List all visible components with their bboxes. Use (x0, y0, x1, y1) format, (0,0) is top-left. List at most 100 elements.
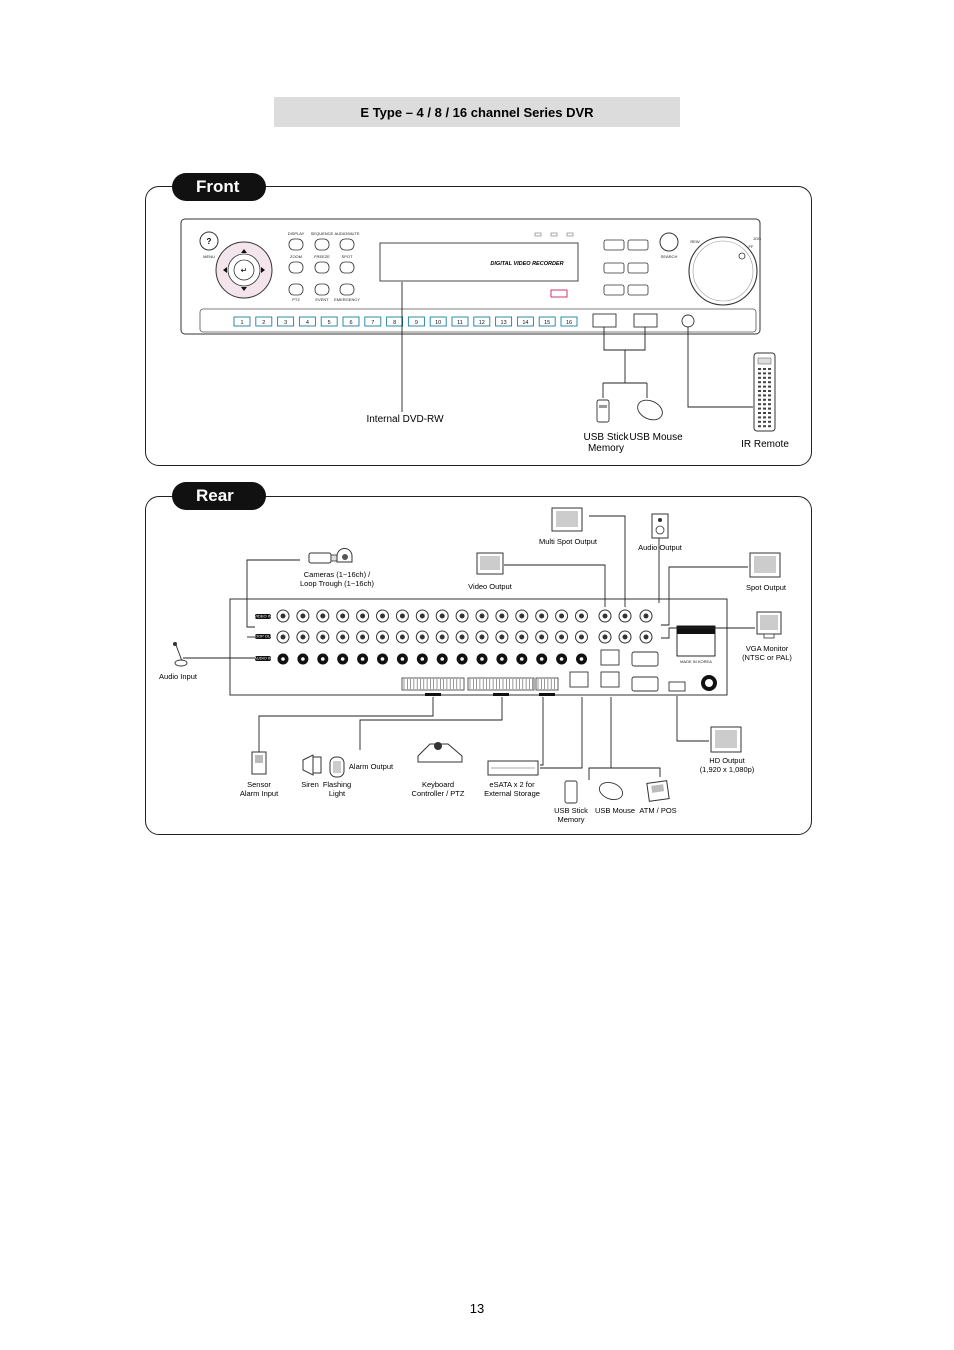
bnc-connector (356, 609, 370, 623)
bnc-connector (296, 609, 310, 623)
label-internal-dvd: Internal DVD-RW (366, 414, 444, 425)
vga-monitor-icon (756, 611, 782, 639)
channel-button: 10 (429, 316, 447, 327)
rca-connector (476, 653, 488, 665)
channel-button: 13 (495, 316, 513, 327)
rca-connector (536, 653, 548, 665)
rca-connector (416, 653, 428, 665)
svg-text:VIDEO IN: VIDEO IN (254, 614, 272, 619)
rca-connector (277, 653, 289, 665)
usb-mouse-icon (637, 399, 663, 421)
svg-text:REW: REW (690, 239, 700, 244)
channel-button: 1 (233, 316, 251, 327)
bnc-connector (475, 609, 489, 623)
bnc-connector (316, 609, 330, 623)
label-audio-input: Audio Input (159, 672, 197, 681)
terminal-block (401, 677, 465, 696)
svg-text:11: 11 (457, 320, 463, 326)
svg-text:PTZ: PTZ (292, 297, 300, 302)
microphone-icon (173, 642, 188, 667)
label-flashing-light: Flashing Light (322, 780, 352, 798)
rca-connector (456, 653, 468, 665)
label-video-output: Video Output (468, 582, 512, 591)
bnc-connector (376, 609, 389, 623)
siren-icon (302, 754, 322, 776)
menu-button (199, 231, 219, 251)
bnc-connector (395, 609, 409, 623)
rca-connector (556, 653, 568, 665)
page-title: E Type – 4 / 8 / 16 channel Series DVR (274, 97, 680, 127)
rca-connector (436, 653, 448, 665)
channel-button: 7 (364, 316, 382, 327)
bnc-connector (435, 630, 449, 644)
usb-port-2 (633, 313, 658, 328)
spot-monitor-icon (749, 552, 781, 578)
bnc-connector (276, 609, 290, 623)
svg-text:13: 13 (501, 320, 507, 326)
front-callout-lines (401, 282, 753, 412)
terminal-block (535, 677, 559, 696)
rear-tab: Rear (172, 482, 266, 510)
channel-button: 12 (473, 316, 491, 327)
rca-connector (297, 653, 309, 665)
bnc-connector (276, 630, 290, 644)
terminal-block (467, 677, 535, 696)
channel-button: 3 (277, 316, 295, 327)
svg-text:3: 3 (284, 320, 287, 326)
bnc-connector (515, 609, 529, 623)
bnc-connector (555, 630, 569, 644)
svg-text:5: 5 (328, 320, 331, 326)
channel-button: 16 (560, 316, 578, 327)
svg-text:SEQUENCE: SEQUENCE (311, 231, 334, 236)
dvr-front-device: ? MENU ↵ DISPLAY SEQUENCE AUDIO/MUTE ZOO… (180, 218, 761, 335)
rca-connector (337, 653, 349, 665)
rear-connectors (276, 609, 588, 665)
svg-text:FF: FF (749, 244, 754, 249)
monitor-icon (551, 507, 583, 532)
svg-text:AUDIO/MUTE: AUDIO/MUTE (334, 231, 359, 236)
bnc-connector (356, 630, 370, 644)
channel-button: 8 (386, 316, 404, 327)
rca-connector (516, 653, 528, 665)
svg-text:?: ? (207, 237, 212, 246)
svg-text:JOG: JOG (753, 236, 761, 241)
video-monitor-icon (476, 552, 504, 575)
usb-stick-rear-icon (564, 780, 578, 804)
usb-mouse-rear-icon (598, 781, 624, 801)
label-atm-pos: ATM / POS (639, 806, 677, 815)
svg-text:2: 2 (262, 320, 265, 326)
camera-icon (308, 548, 353, 564)
label-usb-mouse-rear: USB Mouse (594, 806, 636, 815)
usb-stick-icon (596, 399, 610, 423)
front-button-grid (288, 238, 355, 296)
bnc-connector (555, 609, 569, 623)
label-siren: Siren (301, 780, 319, 789)
bnc-connector (455, 609, 469, 623)
menu-label: MENU (203, 254, 215, 259)
rca-connector (357, 653, 369, 665)
svg-text:4: 4 (306, 320, 309, 326)
svg-text:DISPLAY: DISPLAY (288, 231, 305, 236)
svg-text:SEARCH: SEARCH (661, 254, 678, 259)
ir-remote-icon (753, 352, 776, 432)
bnc-connector (376, 630, 389, 644)
label-ir-remote: IR Remote (741, 439, 789, 450)
svg-text:SPOT: SPOT (342, 254, 353, 259)
svg-text:12: 12 (479, 320, 485, 326)
rear-right-ports: MADE IN KOREA (569, 609, 717, 692)
bnc-connector (415, 630, 429, 644)
bnc-connector (575, 609, 588, 623)
bnc-connector (535, 630, 549, 644)
atm-pos-icon (646, 780, 670, 802)
bnc-connector (535, 609, 549, 623)
channel-button: 2 (255, 316, 273, 327)
label-usb-stick-front: USB Stick Memory (583, 432, 629, 454)
svg-text:14: 14 (522, 320, 528, 326)
label-cameras: Cameras (1~16ch) / Loop Trough (1~16ch) (299, 570, 374, 588)
bnc-connector (435, 609, 449, 623)
label-hd-output: HD Output (1,920 x 1,080p) (699, 756, 755, 774)
rca-connector (377, 653, 388, 665)
channel-button: 9 (407, 316, 425, 327)
